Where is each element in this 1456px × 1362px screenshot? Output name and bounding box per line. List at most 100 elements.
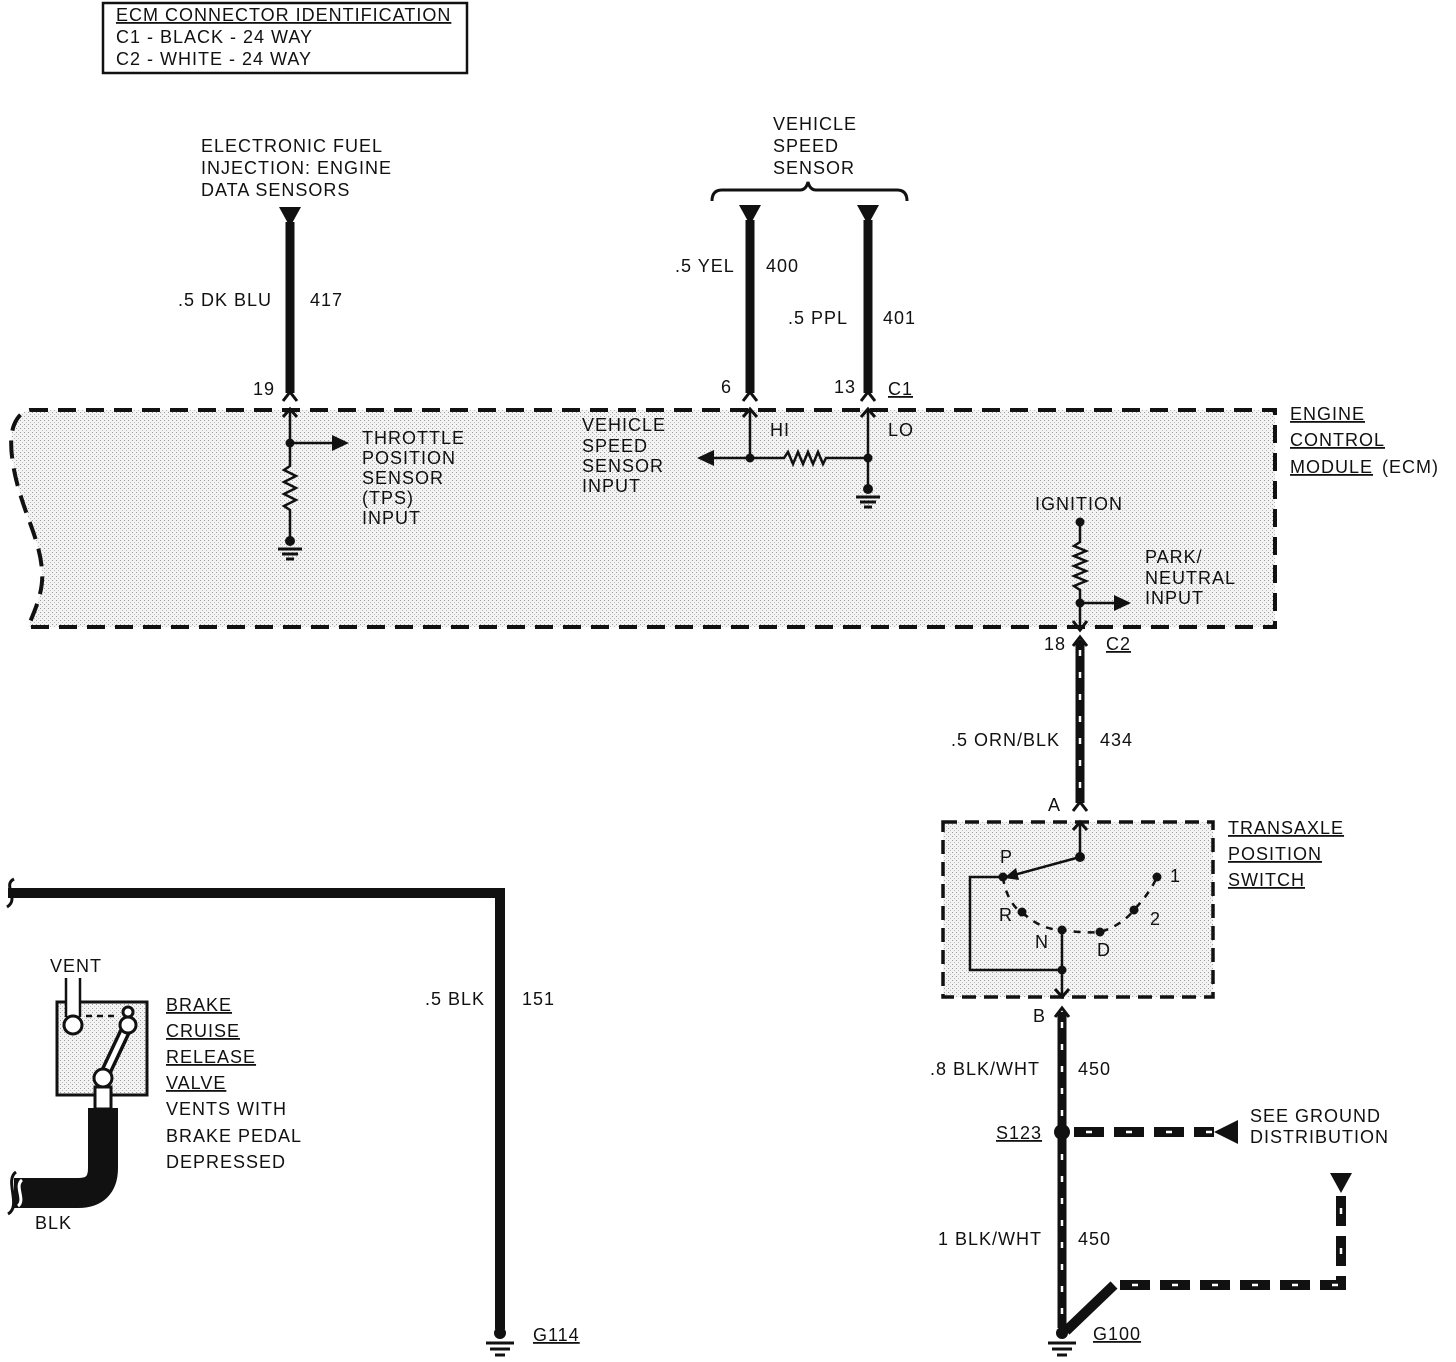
vacuum-hose-break-mark — [16, 1178, 24, 1208]
park-contact-jumper — [968, 875, 1062, 972]
wire-417-source-arrow — [279, 207, 301, 227]
valve-name-line-3: RELEASE — [166, 1047, 256, 1067]
tps-input-line-3: SENSOR — [362, 468, 444, 488]
contact-2 — [1129, 905, 1139, 915]
vacuum-hose-end — [6, 1170, 18, 1216]
connector-b-label: B — [1033, 1006, 1046, 1026]
switch-boundary — [941, 820, 1215, 999]
pin-18-label: 18 — [1044, 634, 1066, 654]
wire-417: .5 DK BLU 417 19 — [178, 207, 343, 402]
pin-6-label: 6 — [721, 377, 732, 397]
wire-401-color-label: .5 PPL — [788, 308, 848, 328]
valve-hose-nipple — [93, 1085, 113, 1111]
wire-401-terminal — [859, 389, 877, 402]
wire-401-source-arrow — [857, 205, 879, 225]
switch-output-node — [1057, 965, 1067, 975]
vss-hi-label: HI — [770, 420, 790, 440]
wire-400: .5 YEL 400 6 — [675, 205, 798, 402]
g100-branch-splice — [1062, 1281, 1118, 1335]
wire-417-terminal — [281, 389, 299, 402]
g100-branch-tracer — [1112, 1196, 1343, 1287]
g100-label: G100 — [1093, 1324, 1141, 1344]
efi-label-line-2: INJECTION: ENGINE — [201, 158, 392, 178]
legend-c1: C1 - BLACK - 24 WAY — [116, 27, 313, 47]
valve-name-line-1: BRAKE — [166, 995, 232, 1015]
vss-lo-label: LO — [888, 420, 914, 440]
wire-450-upper-color-label: .8 BLK/WHT — [930, 1059, 1040, 1079]
valve-note-line-3: DEPRESSED — [166, 1152, 286, 1172]
pin-13-label: 13 — [834, 377, 856, 397]
position-2-label: 2 — [1150, 909, 1161, 929]
park-neutral-input-circuit: IGNITION PARK/ NEUTRAL INPUT — [1035, 494, 1235, 633]
vacuum-hose — [14, 1108, 118, 1208]
tps-input-line-1: THROTTLE — [362, 428, 465, 448]
pn-input-line-3: INPUT — [1145, 588, 1204, 608]
tps-signal-arrowhead — [332, 435, 349, 451]
efi-label-line-1: ELECTRONIC FUEL — [201, 136, 383, 156]
tps-pullup-resistor — [281, 409, 299, 537]
wire-450: B .8 BLK/WHT 450 1 BLK/WHT 450 — [930, 1005, 1111, 1328]
wire-151-circuit-number: 151 — [522, 989, 555, 1009]
vss-lo-node — [863, 453, 873, 463]
switch-label-line-2: POSITION — [1228, 844, 1322, 864]
g114-ground-symbol — [486, 1327, 514, 1357]
wire-400-color-label: .5 YEL — [675, 256, 735, 276]
pin-19-label: 19 — [253, 379, 275, 399]
tps-ground-symbol — [278, 536, 302, 561]
splice-s123-label: S123 — [996, 1123, 1042, 1143]
ecm-label-abbrev: (ECM) — [1382, 457, 1439, 477]
ignition-node — [1075, 517, 1085, 527]
vss-input-line-2: SPEED — [582, 436, 648, 456]
vent-label: VENT — [50, 956, 102, 976]
wire-151: .5 BLK 151 G114 — [6, 877, 579, 1357]
switch-lever — [1013, 855, 1081, 877]
efi-label-line-3: DATA SENSORS — [201, 180, 350, 200]
splice-s123: S123 SEE GROUND DISTRIBUTION — [996, 1106, 1388, 1147]
connector-a-label: A — [1048, 795, 1061, 815]
wire-450-upper-circuit-number: 450 — [1078, 1059, 1111, 1079]
ignition-label: IGNITION — [1035, 494, 1123, 514]
wire-400-source-arrow — [739, 205, 761, 225]
connector-c2-label: C2 — [1106, 634, 1131, 654]
park-neutral-arrowhead — [1114, 595, 1131, 611]
vss-input-circuit: VEHICLE SPEED SENSOR INPUT HI LO — [582, 406, 914, 509]
position-d-label: D — [1097, 940, 1111, 960]
position-p-label: P — [1000, 847, 1013, 867]
wire-434-color-label: .5 ORN/BLK — [951, 730, 1060, 750]
connector-identification-box: ECM CONNECTOR IDENTIFICATION C1 - BLACK … — [101, 1, 469, 75]
wire-400-terminal — [741, 389, 759, 402]
ecm-label-control: CONTROL — [1290, 430, 1385, 450]
g100-ground-symbol — [1048, 1327, 1076, 1357]
wire-151-color-label: .5 BLK — [425, 989, 485, 1009]
tps-input-circuit: THROTTLE POSITION SENSOR (TPS) INPUT — [278, 406, 465, 561]
tps-input-line-2: POSITION — [362, 448, 456, 468]
ecm-label-engine: ENGINE — [1290, 404, 1365, 424]
vss-label-line-2: SPEED — [773, 136, 839, 156]
brake-cruise-release-valve: VENT BLK BRAKE CRUISE RELEASE VALVE VENT… — [6, 956, 302, 1233]
engine-data-sensors-label: ELECTRONIC FUEL INJECTION: ENGINE DATA S… — [201, 136, 392, 200]
wire-434-circuit-number: 434 — [1100, 730, 1133, 750]
wire-450-lower-circuit-number: 450 — [1078, 1229, 1111, 1249]
tps-input-line-4: (TPS) — [362, 488, 414, 508]
wire-151-break-mark — [6, 877, 15, 909]
g100-branch-wire — [1112, 1196, 1346, 1290]
contact-d — [1095, 927, 1105, 937]
ecm-boundary — [9, 408, 1277, 629]
hose-color-label: BLK — [35, 1213, 72, 1233]
switch-terminal-b — [1053, 988, 1071, 1000]
legend-c2: C2 - WHITE - 24 WAY — [116, 49, 312, 69]
contact-1 — [1152, 872, 1162, 882]
vss-signal-arrowhead — [697, 450, 714, 466]
wire-417-circuit-number: 417 — [310, 290, 343, 310]
ground-distribution-arrow — [1214, 1120, 1238, 1144]
valve-note-line-2: BRAKE PEDAL — [166, 1126, 302, 1146]
wire-450-top-terminal — [1053, 1005, 1071, 1018]
switch-lever-arrowhead — [1004, 868, 1019, 880]
wire-434: 18 C2 .5 ORN/BLK 434 A — [951, 634, 1133, 815]
vss-label-line-1: VEHICLE — [773, 114, 857, 134]
valve-note-line-1: VENTS WITH — [166, 1099, 287, 1119]
valve-name-line-2: CRUISE — [166, 1021, 240, 1041]
g100-branch-source-arrow — [1330, 1173, 1352, 1193]
